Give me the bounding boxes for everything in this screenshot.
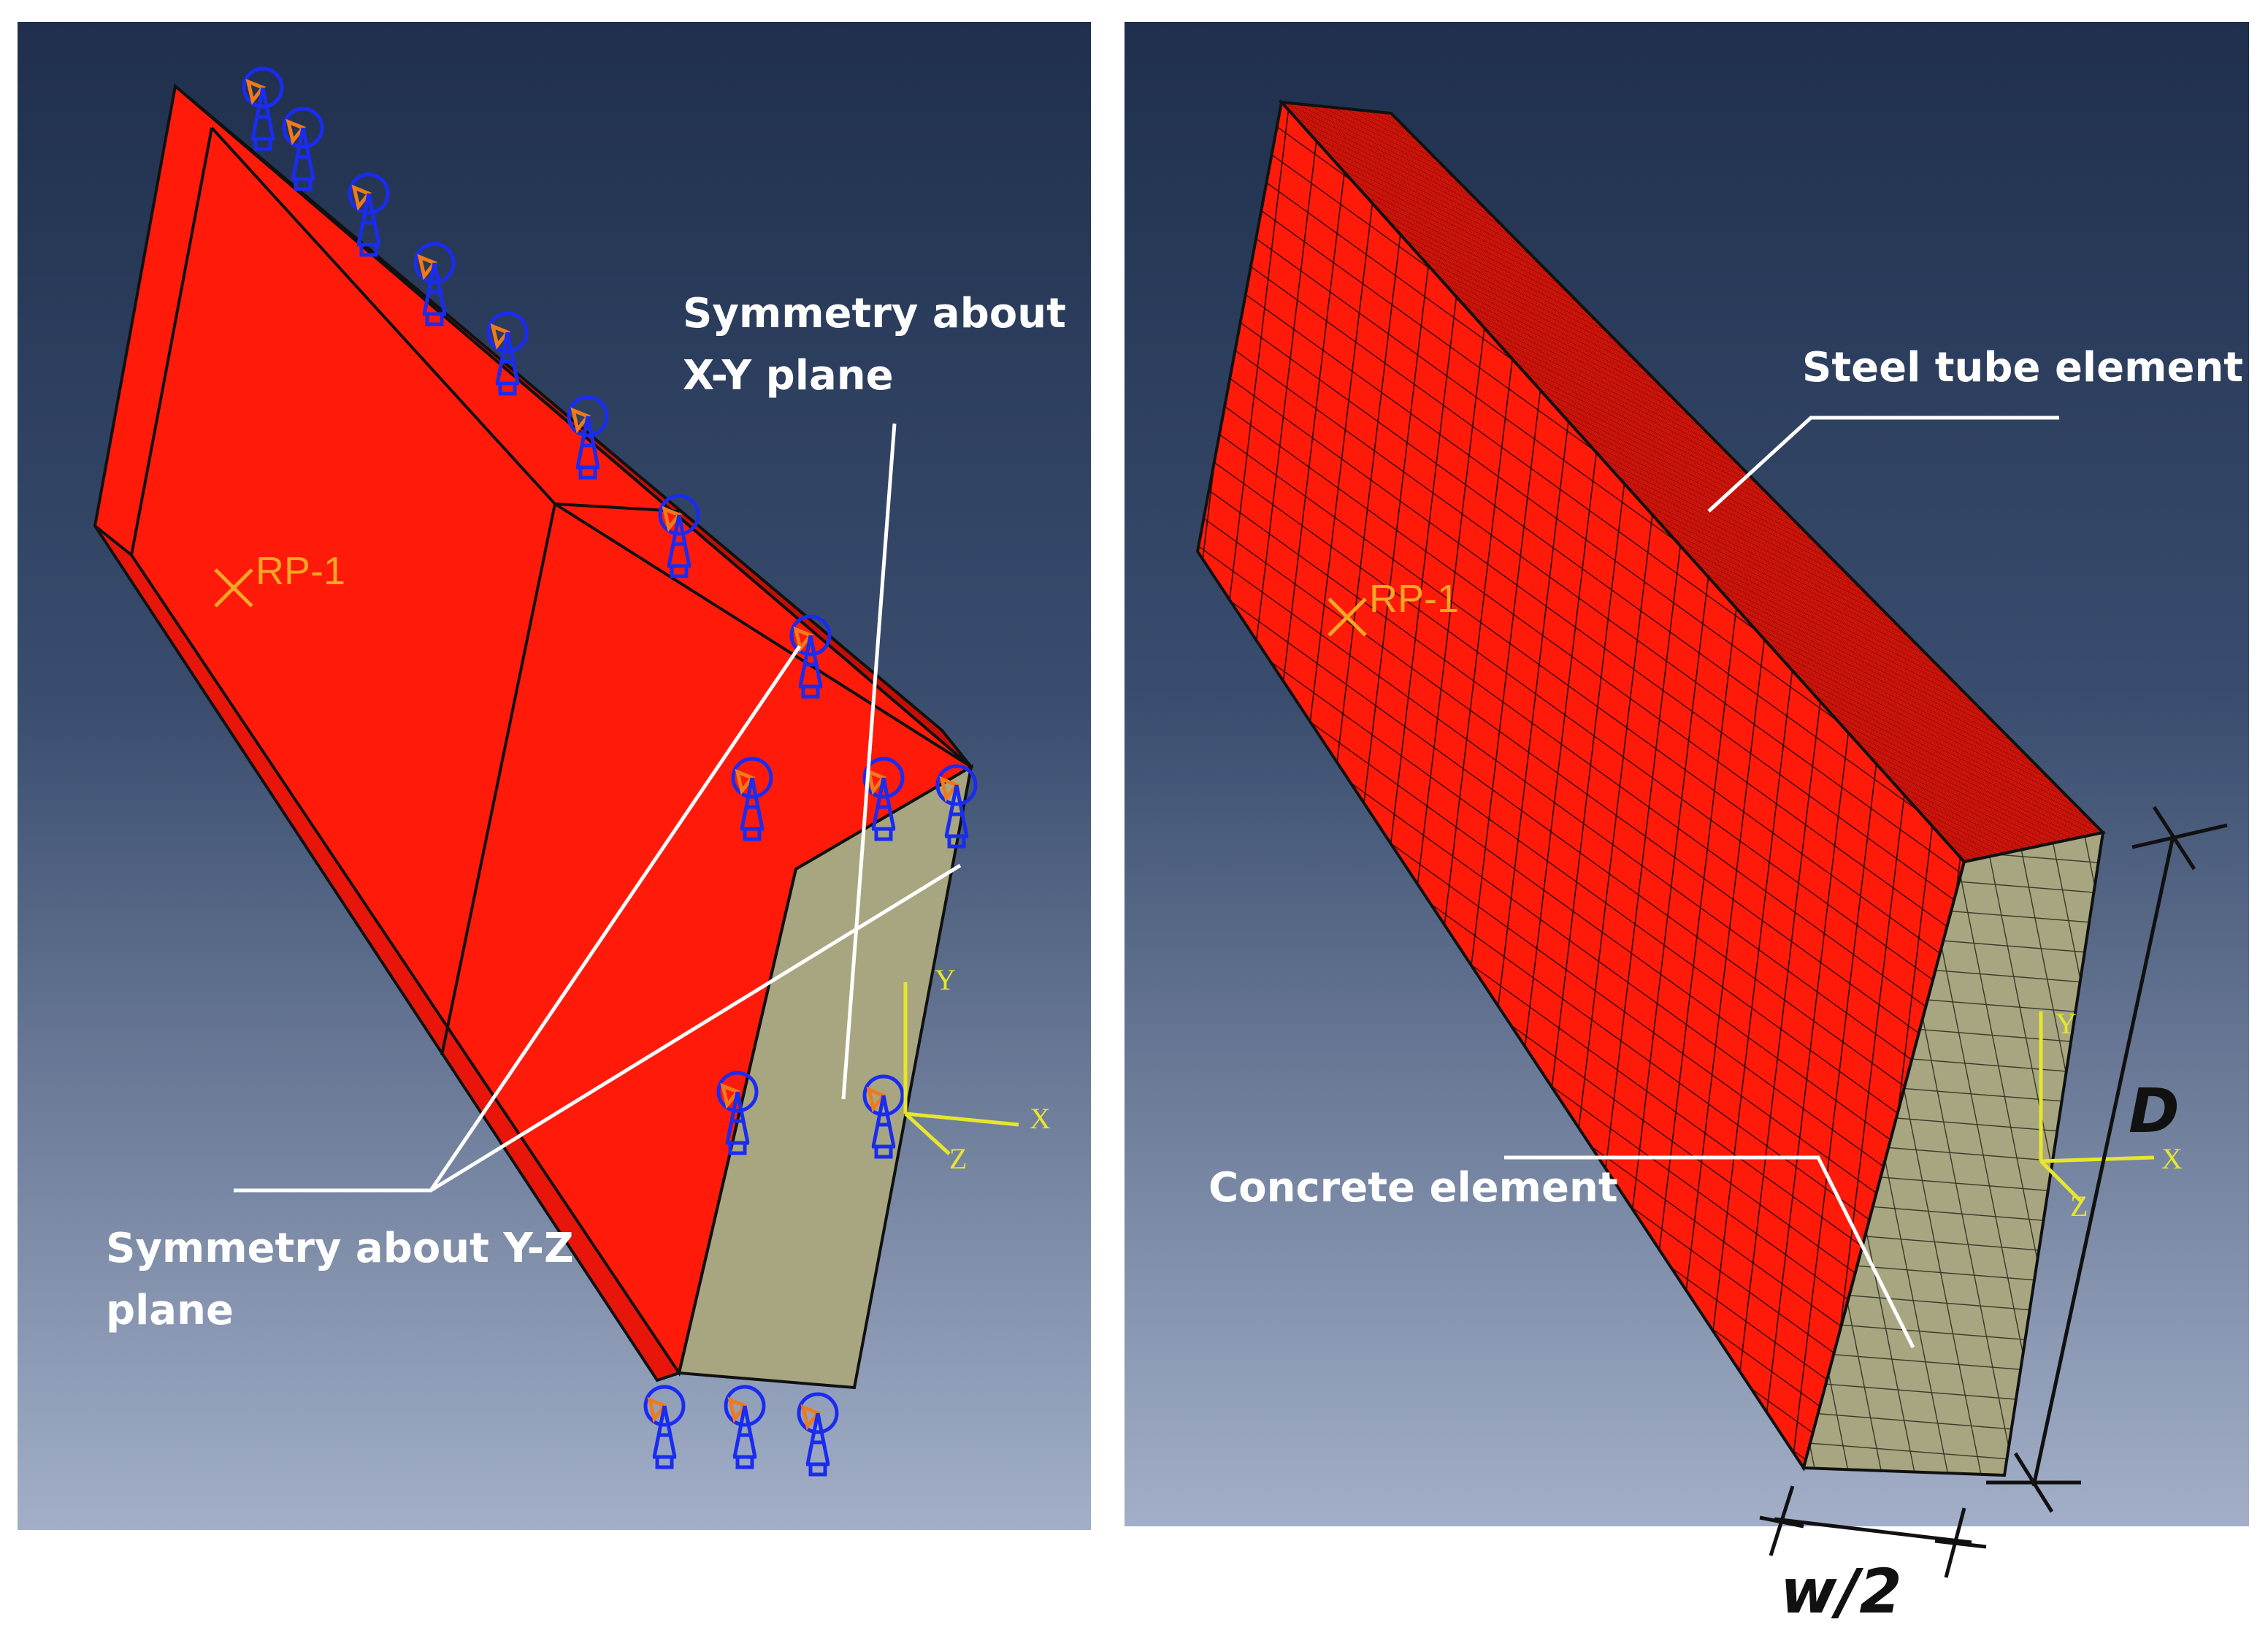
callout-lines [234,423,962,1193]
axis-label-z: Z [949,1142,967,1175]
axis-label-x: X [1030,1102,1051,1135]
dimension-depth [1986,806,2228,1513]
axis-label-y: Y [935,963,956,996]
coordinate-axes: Y X Z [903,963,1051,1175]
annotation-symmetry-xy: Symmetry about X-Y plane [683,290,1080,399]
dimension-label-depth: D [2129,1075,2180,1147]
reference-point-marker [214,568,253,608]
meshed-steel-tube-model [1195,99,2107,1477]
coordinate-axes-right: Y X Z [2039,1007,2183,1223]
concrete-mesh-face [1801,830,2105,1477]
axis-label-y-right: Y [2056,1007,2077,1040]
left-panel: RP-1 Y X Z Symmetry about X-Y plane Symm… [18,22,1091,1530]
annotation-symmetry-yz: Symmetry about Y-Z plane [106,1225,588,1334]
dimension-label-width: w/2 [1780,1556,1902,1627]
annotation-steel-tube: Steel tube element [1802,344,2243,391]
reference-point-label-right: RP-1 [1369,577,1459,621]
axis-label-z-right: Z [2070,1190,2088,1223]
reference-point-marker-right [1328,597,1367,637]
annotation-concrete: Concrete element [1208,1164,1618,1212]
reference-point-label: RP-1 [256,549,345,593]
concrete-section [677,764,973,1390]
dimension-width [1759,1485,1987,1578]
axis-label-x-right: X [2161,1142,2183,1175]
callout-lines-right [1504,416,2059,1349]
right-panel: RP-1 Y X Z Steel tube element Concrete e… [1125,22,2249,1526]
